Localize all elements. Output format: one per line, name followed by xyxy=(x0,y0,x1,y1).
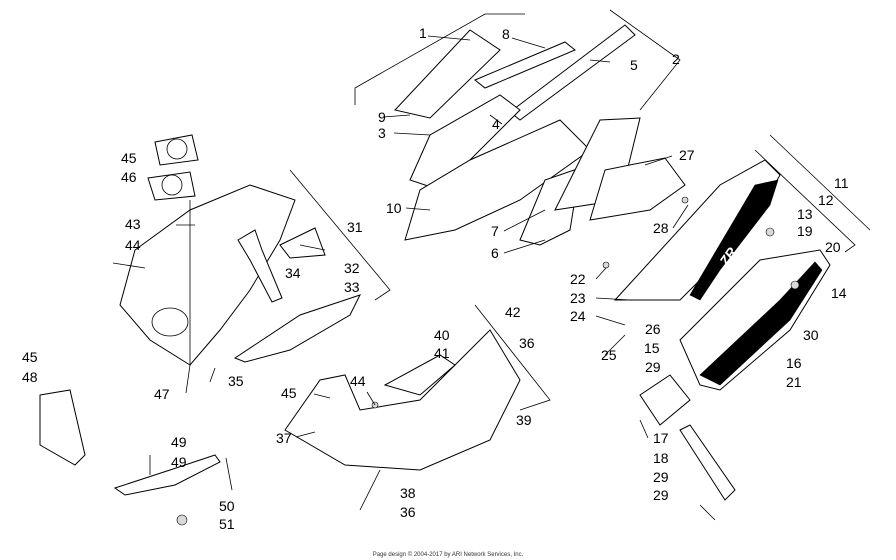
small-parts-group xyxy=(39,389,221,526)
callout-label: 21 xyxy=(786,374,802,390)
fastener-icon xyxy=(602,261,610,269)
upper-body-group xyxy=(119,134,391,366)
callout-label: 37 xyxy=(276,430,292,446)
belly-pan-part xyxy=(284,329,521,471)
belly-insert-part xyxy=(383,354,456,396)
callout-label: 44 xyxy=(125,237,141,253)
gauge-pod-part xyxy=(154,134,199,166)
leader-lines xyxy=(112,35,716,521)
callout-label: 35 xyxy=(228,373,244,389)
callout-label: 49 xyxy=(171,434,187,450)
callout-label: 14 xyxy=(831,285,847,301)
callout-label: 33 xyxy=(344,279,360,295)
belly-pan-group xyxy=(284,304,551,471)
copyright-footer: Page design © 2004-2017 by ARI Network S… xyxy=(373,551,524,558)
callout-labels: 1 2 3 4 5 6 7 8 9 10 11 12 13 14 15 16 1… xyxy=(22,25,849,532)
callout-label: 11 xyxy=(834,175,849,191)
callout-label: 6 xyxy=(491,245,499,261)
callout-label: 28 xyxy=(653,220,669,236)
callout-label: 19 xyxy=(797,223,813,239)
callout-label: 8 xyxy=(502,26,510,42)
callout-label: 15 xyxy=(644,340,660,356)
callout-label: 43 xyxy=(125,216,141,232)
callout-label: 27 xyxy=(679,147,695,163)
hood-panel-part xyxy=(404,119,591,241)
deflector-part xyxy=(113,454,221,496)
windshield-part xyxy=(394,29,501,119)
callout-label: 7 xyxy=(491,223,499,239)
callout-label: 12 xyxy=(818,192,834,208)
callout-label: 51 xyxy=(219,516,235,532)
callout-label: 1 xyxy=(419,25,427,41)
zr-decal xyxy=(689,179,779,301)
callout-label: 25 xyxy=(601,347,617,363)
callout-label: 22 xyxy=(570,271,586,287)
callout-label: 36 xyxy=(519,335,535,351)
windshield-trim-part xyxy=(474,41,576,89)
side-decal xyxy=(699,261,823,386)
callout-label: 13 xyxy=(797,206,813,222)
callout-label: 42 xyxy=(505,304,521,320)
callout-label: 40 xyxy=(434,327,450,343)
gauge-bezel-part xyxy=(147,171,196,201)
callout-label: 20 xyxy=(825,239,841,255)
side-trim-part xyxy=(679,424,736,501)
callout-label: 45 xyxy=(22,349,38,365)
grille-part xyxy=(639,374,691,426)
callout-label: 41 xyxy=(434,345,450,361)
callout-label: 24 xyxy=(570,308,586,324)
callout-label: 3 xyxy=(378,125,386,141)
callout-label: 50 xyxy=(219,498,235,514)
callout-label: 44 xyxy=(350,373,366,389)
hood-group xyxy=(354,9,686,246)
callout-label: 23 xyxy=(570,290,586,306)
pad-small-part xyxy=(279,227,326,259)
callout-label: 45 xyxy=(281,385,297,401)
fastener-icon xyxy=(681,196,689,204)
callout-label: 4 xyxy=(492,116,500,132)
callout-label: 29 xyxy=(653,469,669,485)
fastener-icon xyxy=(765,227,775,237)
callout-label: 47 xyxy=(154,386,170,402)
vent-part xyxy=(589,157,686,221)
bracket-part xyxy=(237,229,283,303)
callout-label: 46 xyxy=(121,169,137,185)
callout-label: 16 xyxy=(786,355,802,371)
callout-label: 18 xyxy=(653,450,669,466)
callout-label: 36 xyxy=(400,504,416,520)
callout-label: 49 xyxy=(171,454,187,470)
callout-label: 31 xyxy=(347,219,363,235)
fastener-icon xyxy=(790,280,800,290)
callout-label: 10 xyxy=(386,200,402,216)
callout-label: 30 xyxy=(803,327,819,343)
upper-body-part xyxy=(119,184,296,366)
callout-label: 17 xyxy=(653,430,669,446)
callout-label: 29 xyxy=(645,359,661,375)
pad-large-part xyxy=(233,294,361,363)
fastener-icon xyxy=(176,514,188,526)
callout-label: 48 xyxy=(22,369,38,385)
callout-label: 32 xyxy=(344,260,360,276)
side-panel-left-part xyxy=(39,389,86,466)
callout-label: 26 xyxy=(645,321,661,337)
callout-label: 5 xyxy=(630,57,638,73)
callout-label: 9 xyxy=(378,109,386,125)
callout-label: 38 xyxy=(400,485,416,501)
headlight-strip-part xyxy=(509,24,636,121)
callout-label: 34 xyxy=(285,265,301,281)
callout-label: 39 xyxy=(516,412,532,428)
callout-label: 2 xyxy=(672,51,680,67)
callout-label: 45 xyxy=(121,150,137,166)
callout-label: 29 xyxy=(653,487,669,503)
